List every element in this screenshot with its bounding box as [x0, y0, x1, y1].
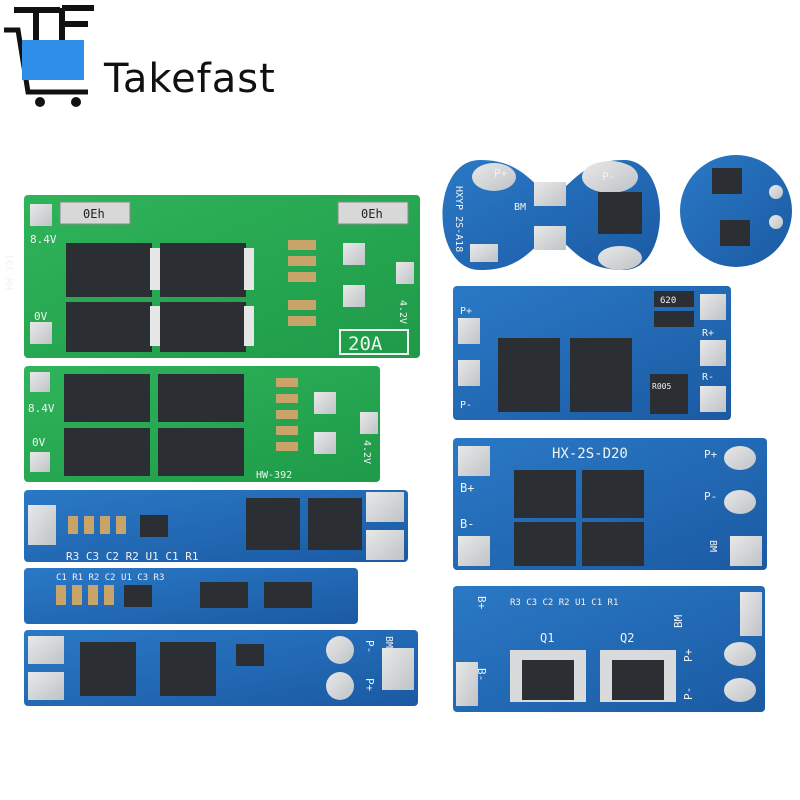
board-hxyp	[442, 160, 660, 270]
q1q2-q1: Q1	[540, 631, 554, 645]
hx2sd20-b-minus: B-	[460, 517, 474, 531]
board-blue-strip-1	[24, 490, 408, 562]
takefast-logo	[4, 5, 94, 107]
hx2sd20-bm: BM	[707, 540, 718, 552]
q1q2-p-plus: P+	[682, 648, 695, 662]
strip2-silk: C1 R1 R2 C2 U1 C3 R3	[56, 573, 164, 583]
hw392-0v-label: 0V	[32, 436, 46, 449]
hw391-8v4-label: 8.4V	[30, 233, 57, 246]
blue620-p-minus: P-	[460, 400, 472, 411]
hxyp-p-plus: P+	[494, 167, 508, 180]
blue620-p-plus: P+	[460, 306, 472, 317]
hxyp-p-minus: P-	[602, 170, 615, 183]
board-hw391	[24, 195, 420, 358]
hw391-current-label: 20A	[348, 333, 383, 355]
q1q2-p-minus: P-	[682, 687, 695, 700]
blue620-chip: 620	[660, 296, 676, 306]
board-blue-strip-2	[24, 568, 358, 624]
strip3-bm: BM	[383, 636, 394, 648]
hw391-code: HW-391	[5, 254, 16, 290]
hw391-0v-label: 0V	[34, 310, 48, 323]
blue620-r-minus: R-	[702, 372, 714, 383]
hw391-chip-right: 0Eh	[361, 207, 383, 221]
hxyp-bm: BM	[514, 202, 526, 213]
hxyp-code: HXYP 2S-A18	[453, 186, 464, 252]
board-hx2sd20	[453, 438, 767, 570]
q1q2-b-plus: B+	[475, 596, 488, 610]
hx2sd20-b-plus: B+	[460, 481, 474, 495]
hx2sd20-p-plus: P+	[704, 448, 718, 461]
strip3-p-minus: P-	[363, 640, 376, 653]
hw391-4v2-label: 4.2V	[397, 300, 408, 324]
board-hw392	[24, 366, 380, 482]
hx2sd20-p-minus: P-	[704, 490, 717, 503]
strip1-silk: R3 C3 C2 R2 U1 C1 R1	[66, 550, 198, 563]
q1q2-b-minus: B-	[475, 668, 488, 681]
q1q2-q2: Q2	[620, 631, 634, 645]
strip3-p-plus: P+	[363, 678, 376, 692]
board-blue-strip-3	[24, 630, 418, 706]
hw391-chip-left: 0Eh	[83, 207, 105, 221]
blue620-r-plus: R+	[702, 328, 714, 339]
blue620-res: R005	[652, 382, 671, 391]
hw392-4v2-label: 4.2V	[361, 440, 372, 464]
q1q2-bm: BM	[672, 614, 685, 628]
board-q1q2	[453, 586, 765, 712]
q1q2-silk: R3 C3 C2 R2 U1 C1 R1	[510, 598, 618, 608]
cart-icon	[4, 5, 94, 107]
hx2sd20-code: HX-2S-D20	[552, 446, 628, 462]
board-round	[680, 155, 792, 267]
hw392-code: HW-392	[256, 470, 292, 481]
board-blue-620	[453, 286, 731, 420]
brand-name: Takefast	[104, 56, 276, 102]
hw392-8v4-label: 8.4V	[28, 402, 55, 415]
